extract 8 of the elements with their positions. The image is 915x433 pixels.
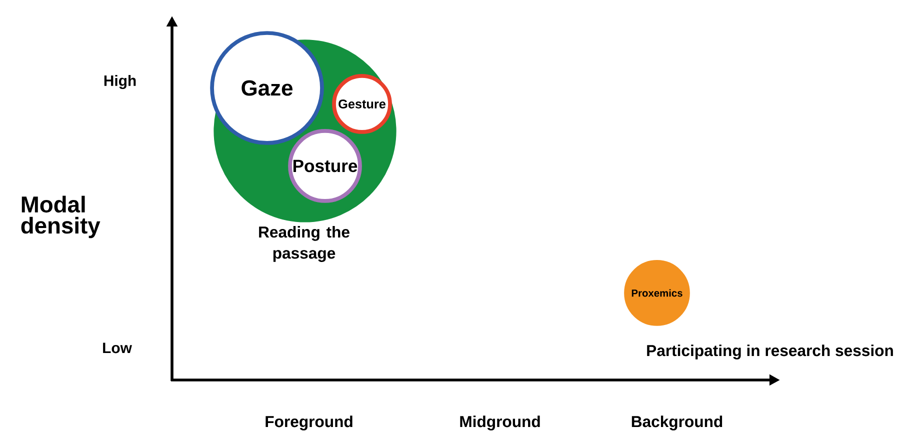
axis-tick-label: Low <box>103 342 132 354</box>
axis-category-label: Midground <box>460 416 540 430</box>
axis-category-label: Foreground <box>266 416 352 430</box>
circle-label: Reading the passage <box>259 226 350 262</box>
axis-tick-label: High <box>104 75 136 89</box>
axis-title: Modal density <box>21 196 100 238</box>
axis-category-label: Background <box>632 416 722 430</box>
caption-text: Participating in research session <box>647 344 893 360</box>
